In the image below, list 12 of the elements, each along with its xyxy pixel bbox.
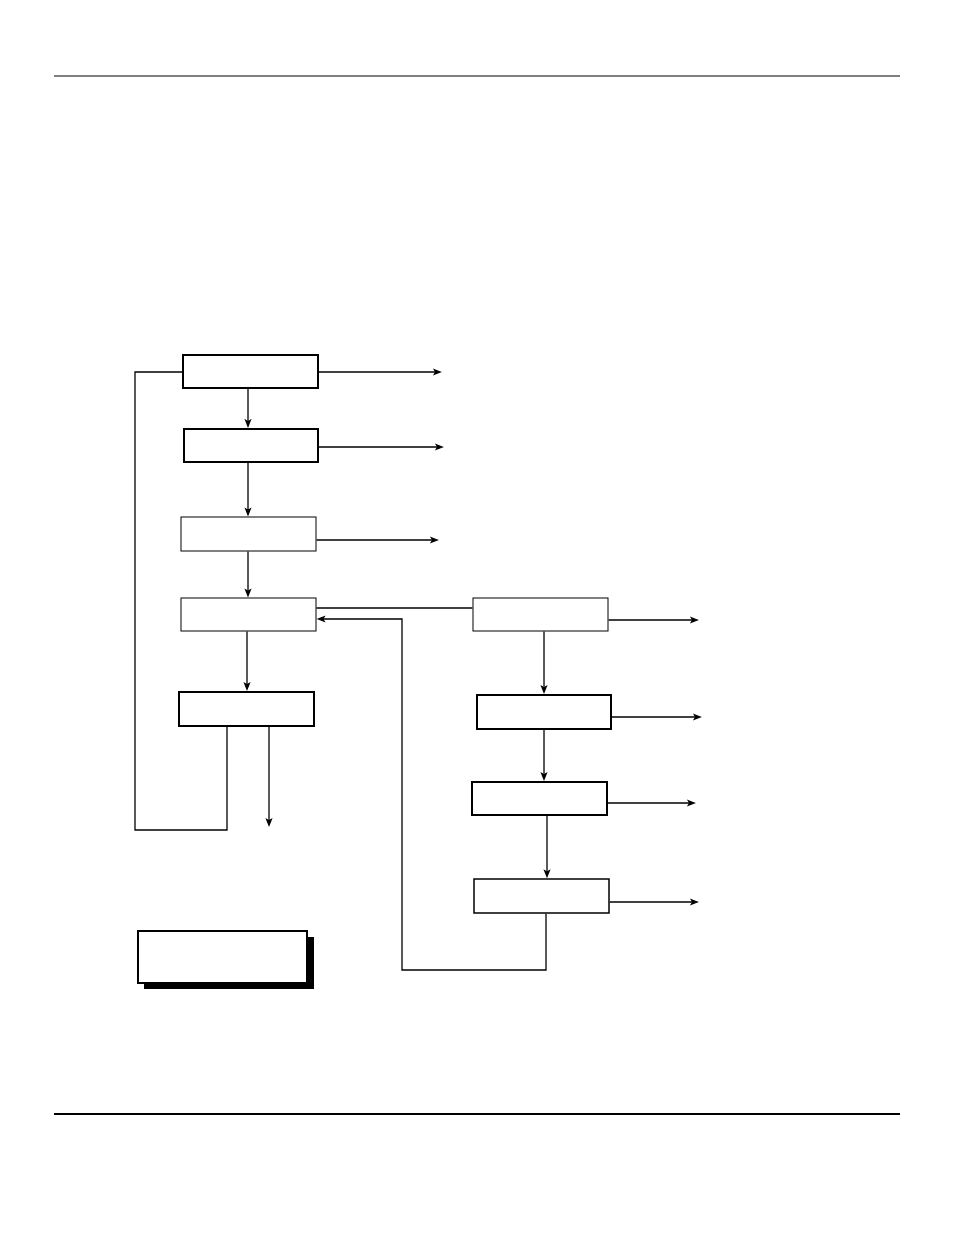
shadowed-box: [137, 930, 314, 989]
process-box: [182, 354, 319, 389]
process-box: [180, 516, 317, 552]
connector-line: [134, 371, 228, 831]
process-box: [472, 597, 609, 632]
connector-line: [315, 607, 474, 609]
process-box: [473, 878, 610, 914]
process-box: [476, 694, 612, 730]
process-box: [471, 781, 608, 816]
process-box: [180, 597, 317, 632]
process-box: [183, 428, 319, 463]
process-box: [178, 691, 315, 727]
